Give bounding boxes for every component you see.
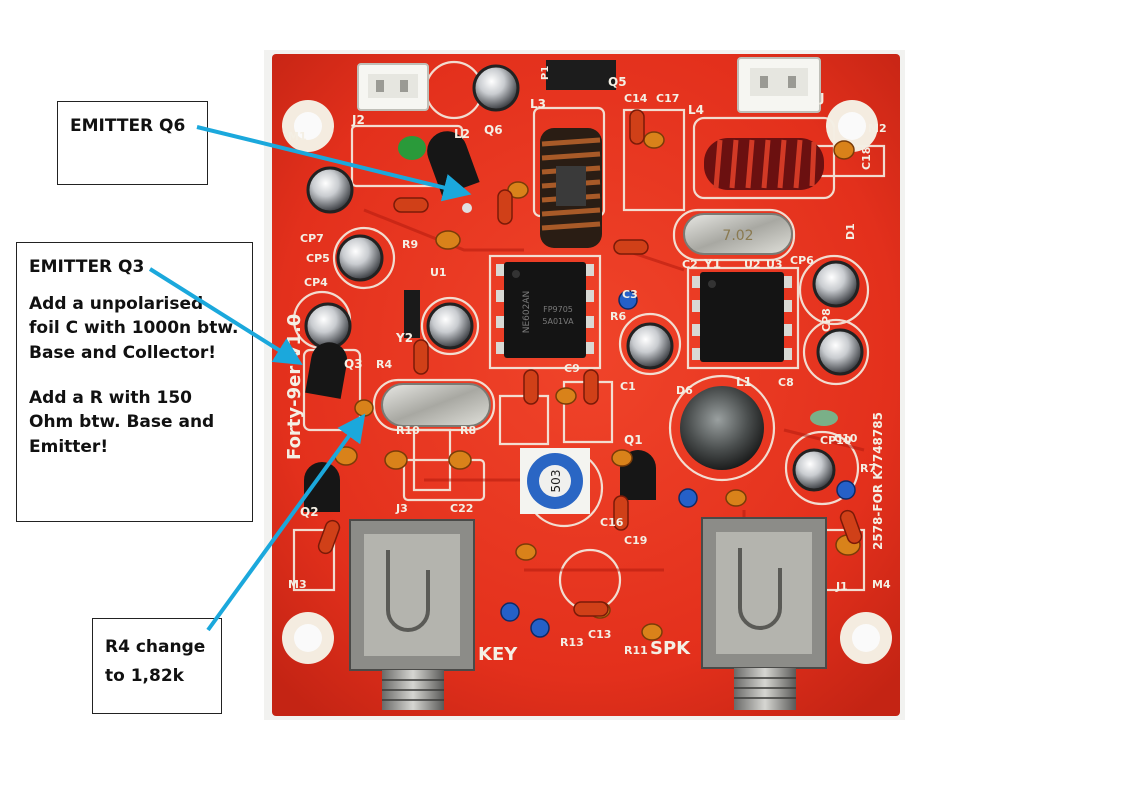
svg-text:M4: M4 <box>872 578 891 591</box>
svg-text:R8: R8 <box>460 424 476 437</box>
svg-text:C14: C14 <box>624 92 648 105</box>
svg-text:D6: D6 <box>676 384 693 397</box>
ic-u2 <box>692 272 792 362</box>
connector-j2 <box>357 63 429 111</box>
callout-line: to 1,82k <box>105 665 184 686</box>
svg-text:M3: M3 <box>288 578 307 591</box>
svg-text:FP9705: FP9705 <box>543 305 573 314</box>
svg-text:J2: J2 <box>351 113 365 127</box>
callout-line: Emitter! <box>29 436 109 457</box>
svg-text:C22: C22 <box>450 502 473 515</box>
svg-text:J1: J1 <box>835 580 848 593</box>
pcb-photo: 7.02 NE602AN FP9705 5A01VA <box>264 50 905 720</box>
callout-line: Add a R with 150 <box>29 387 192 408</box>
svg-text:R9: R9 <box>402 238 418 251</box>
inductor-l1 <box>680 386 764 470</box>
callout-emitter-q3: EMITTER Q3 Add a unpolarised foil C with… <box>16 242 253 522</box>
svg-text:7.02: 7.02 <box>722 228 753 244</box>
svg-text:U1: U1 <box>430 266 447 279</box>
svg-text:Y1: Y1 <box>703 257 721 271</box>
svg-text:R11: R11 <box>624 644 648 657</box>
green-capacitor <box>398 136 426 160</box>
crystal-y2 <box>381 383 491 427</box>
svg-text:L3: L3 <box>530 97 546 111</box>
ic-u1: NE602AN FP9705 5A01VA <box>496 262 594 358</box>
svg-text:Q3: Q3 <box>344 357 363 371</box>
callout-emitter-q6: EMITTER Q6 <box>57 101 208 185</box>
svg-text:R7: R7 <box>860 462 876 475</box>
svg-text:C18: C18 <box>860 147 873 170</box>
svg-text:C2: C2 <box>682 258 698 271</box>
toroid-l3 <box>540 128 602 248</box>
audio-jack-key <box>349 519 475 710</box>
svg-text:M2: M2 <box>868 122 887 135</box>
svg-text:Forty-9er V1.0: Forty-9er V1.0 <box>284 314 305 460</box>
callout-r4-change: R4 change to 1,82k <box>92 618 222 714</box>
resistors <box>317 109 863 617</box>
svg-text:Q1: Q1 <box>624 433 643 447</box>
svg-text:Q5: Q5 <box>608 75 627 89</box>
svg-text:503: 503 <box>549 470 563 493</box>
svg-text:R4: R4 <box>376 358 392 371</box>
pcb-board: 7.02 NE602AN FP9705 5A01VA <box>264 50 905 720</box>
svg-text:CP10: CP10 <box>820 434 852 447</box>
svg-text:C13: C13 <box>588 628 611 641</box>
svg-text:C16: C16 <box>600 516 624 529</box>
connector-j <box>737 57 821 113</box>
svg-text:CP5: CP5 <box>306 252 330 265</box>
crystal-y1: 7.02 <box>683 213 793 255</box>
svg-text:R10: R10 <box>396 424 420 437</box>
callout-title: EMITTER Q3 <box>29 257 145 277</box>
svg-text:CP4: CP4 <box>304 276 328 289</box>
svg-text:C19: C19 <box>624 534 647 547</box>
svg-text:SPK: SPK <box>650 638 691 659</box>
callout-line: foil C with 1000n btw. <box>29 318 239 339</box>
svg-text:D1: D1 <box>844 223 857 240</box>
callout-title: EMITTER Q6 <box>70 116 186 136</box>
svg-text:CP8: CP8 <box>820 308 833 332</box>
svg-text:C17: C17 <box>656 92 679 105</box>
callout-line: Ohm btw. Base and <box>29 412 215 433</box>
svg-text:NE602AN: NE602AN <box>522 291 532 334</box>
toroid-l4 <box>704 138 824 190</box>
svg-text:C8: C8 <box>778 376 794 389</box>
audio-jack-spk <box>701 517 827 710</box>
svg-text:R13: R13 <box>560 636 584 649</box>
svg-text:C9: C9 <box>564 362 580 375</box>
callout-line: R4 change <box>105 637 206 657</box>
svg-text:M1: M1 <box>288 130 307 143</box>
svg-text:2578-FOR K7748785: 2578-FOR K7748785 <box>871 412 885 550</box>
svg-text:J3: J3 <box>395 502 408 515</box>
svg-text:CP7: CP7 <box>300 232 324 245</box>
svg-text:Q6: Q6 <box>484 123 503 137</box>
svg-text:P1: P1 <box>540 66 551 80</box>
svg-text:L4: L4 <box>688 103 704 117</box>
blue-resistors <box>500 290 856 638</box>
svg-text:Q2: Q2 <box>300 505 319 519</box>
q6-emitter-pad <box>462 203 472 213</box>
callout-line: Add a unpolarised <box>29 293 204 314</box>
svg-text:C3: C3 <box>622 288 638 301</box>
header-p1 <box>546 60 616 90</box>
trimmer-pot: 503 <box>520 448 590 514</box>
svg-text:KEY: KEY <box>478 644 518 665</box>
svg-text:Y2: Y2 <box>395 331 413 345</box>
green-capacitor-2 <box>810 410 838 426</box>
svg-text:C10: C10 <box>834 432 858 445</box>
svg-text:L2: L2 <box>454 127 470 141</box>
svg-text:R6: R6 <box>610 310 626 323</box>
callout-line: Base and Collector! <box>29 342 217 363</box>
svg-text:L1: L1 <box>736 375 752 389</box>
svg-text:C1: C1 <box>620 380 636 393</box>
svg-text:U2: U2 <box>744 258 761 271</box>
svg-text:J: J <box>819 91 824 105</box>
svg-text:5A01VA: 5A01VA <box>542 317 574 326</box>
svg-text:U3: U3 <box>766 258 783 271</box>
svg-text:CP6: CP6 <box>790 254 814 267</box>
